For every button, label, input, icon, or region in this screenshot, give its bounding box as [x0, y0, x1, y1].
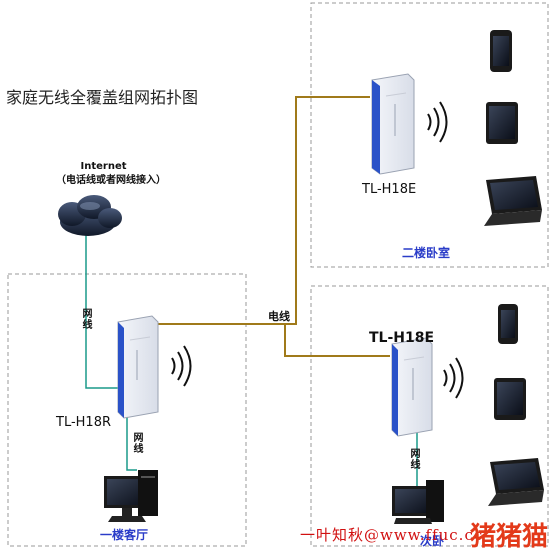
room-label-partial: 次卧	[420, 534, 445, 548]
wifi-waves-icon-bedroom	[427, 101, 448, 143]
power-line-branch	[284, 324, 390, 357]
cable-label-bottom: 网线	[131, 432, 142, 454]
power-line	[155, 96, 370, 325]
bedroom-box	[310, 2, 549, 268]
lower-room-box	[310, 285, 549, 547]
powerline-extender-icon-bedroom	[371, 73, 415, 175]
smartphone-icon-bedroom	[490, 30, 512, 72]
watermark-left: 一叶知秋@www.ffuc.cc	[300, 526, 484, 544]
cable-internet-router	[85, 234, 118, 389]
laptop-icon-lower	[488, 458, 544, 506]
cable-label-right: 网线	[408, 448, 419, 470]
cable-router-pc	[126, 410, 137, 471]
watermark-right: 猪猪猫	[470, 522, 549, 552]
internet-label: Internet （电话线或者网线接入）	[56, 160, 166, 188]
laptop-icon-bedroom	[484, 176, 542, 226]
wifi-waves-icon-lower	[443, 357, 464, 399]
room-label-living: 一楼客厅	[100, 528, 149, 542]
tablet-icon-lower	[494, 378, 526, 420]
room-label-bedroom: 二楼卧室	[402, 246, 451, 260]
powerline-extender-icon-lower	[391, 337, 433, 437]
tablet-icon-bedroom	[486, 102, 518, 144]
desktop-pc-icon-lower	[392, 480, 444, 524]
power-line-label: 电线	[268, 310, 290, 323]
internet-label-line1: Internet	[80, 161, 127, 172]
diagram-title: 家庭无线全覆盖组网拓扑图	[6, 88, 199, 107]
smartphone-icon-lower	[498, 304, 518, 344]
powerline-router-icon	[117, 315, 159, 419]
device-label-main: TL-H18R	[56, 415, 111, 430]
device-label-lower: TL-H18E	[369, 330, 435, 346]
wifi-waves-icon-main	[171, 345, 192, 387]
cable-label-top: 网线	[80, 308, 91, 330]
device-label-bedroom: TL-H18E	[362, 182, 417, 197]
living-room-box	[7, 273, 247, 547]
desktop-pc-icon-living	[104, 470, 158, 522]
internet-label-line2: （电话线或者网线接入）	[56, 175, 166, 186]
internet-cloud-icon	[58, 195, 122, 236]
